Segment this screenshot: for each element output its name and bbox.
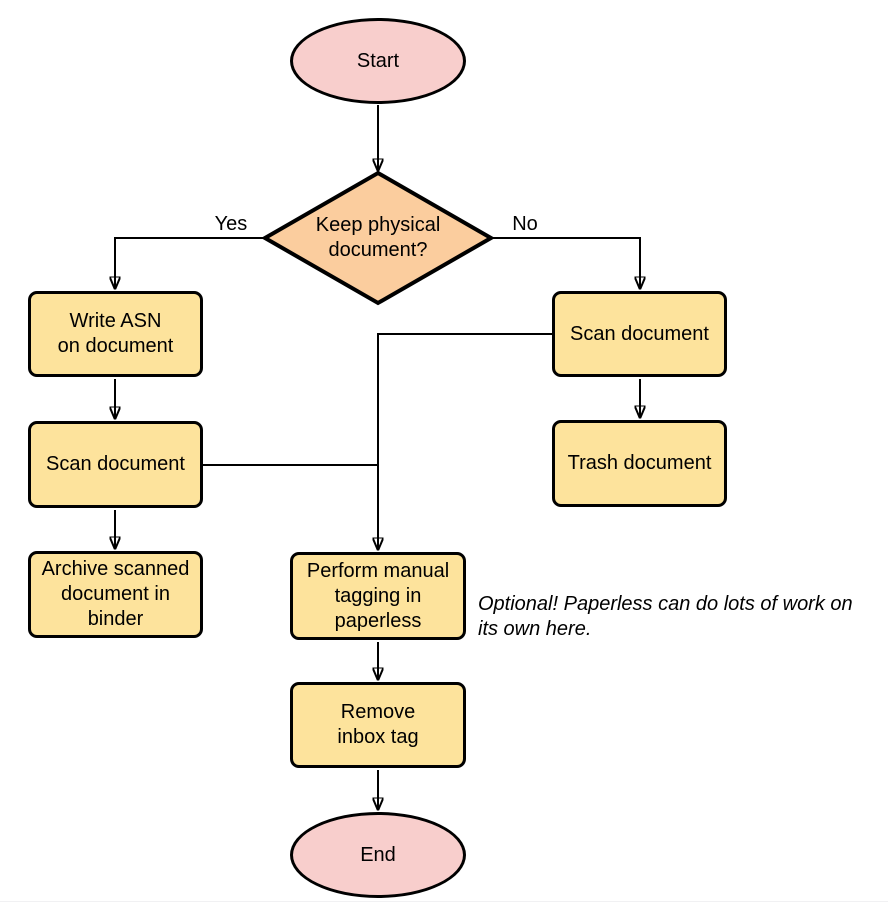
node-decision-label: Keep physical document? — [315, 214, 441, 261]
node-write-asn: Write ASN on document — [28, 291, 203, 377]
edge-scanright-tagging — [378, 333, 552, 549]
node-scan-document-left: Scan document — [28, 421, 203, 508]
node-trash-document: Trash document — [552, 420, 727, 507]
node-remove-inbox-tag-label: Remove inbox tag — [337, 701, 419, 748]
bottom-divider — [0, 901, 888, 902]
node-end-label: End — [360, 843, 396, 866]
node-manual-tagging-label: Perform manual tagging in paperless — [306, 559, 450, 632]
edge-decision-scanright — [491, 237, 640, 288]
edge-label-yes: Yes — [205, 212, 257, 237]
edge-decision-writeasn — [115, 237, 265, 288]
node-archive-document: Archive scanned document in binder — [28, 551, 203, 638]
node-trash-document-label: Trash document — [567, 452, 712, 474]
edge-label-no: No — [499, 212, 551, 237]
annotation-note: Optional! Paperless can do lots of work … — [478, 593, 853, 640]
node-start: Start — [290, 18, 466, 104]
node-scan-document-left-label: Scan document — [46, 453, 185, 475]
node-scan-document-right-label: Scan document — [570, 322, 709, 345]
node-archive-document-label: Archive scanned document in binder — [41, 558, 190, 630]
node-scan-document-right: Scan document — [552, 291, 727, 377]
node-write-asn-label: Write ASN on document — [57, 310, 174, 357]
node-remove-inbox-tag: Remove inbox tag — [290, 682, 466, 768]
node-end: End — [290, 812, 466, 898]
node-start-label: Start — [356, 49, 400, 72]
node-manual-tagging: Perform manual tagging in paperless — [290, 552, 466, 640]
decision-diamond-shape — [260, 170, 496, 306]
node-decision: Keep physical document? — [260, 168, 496, 308]
